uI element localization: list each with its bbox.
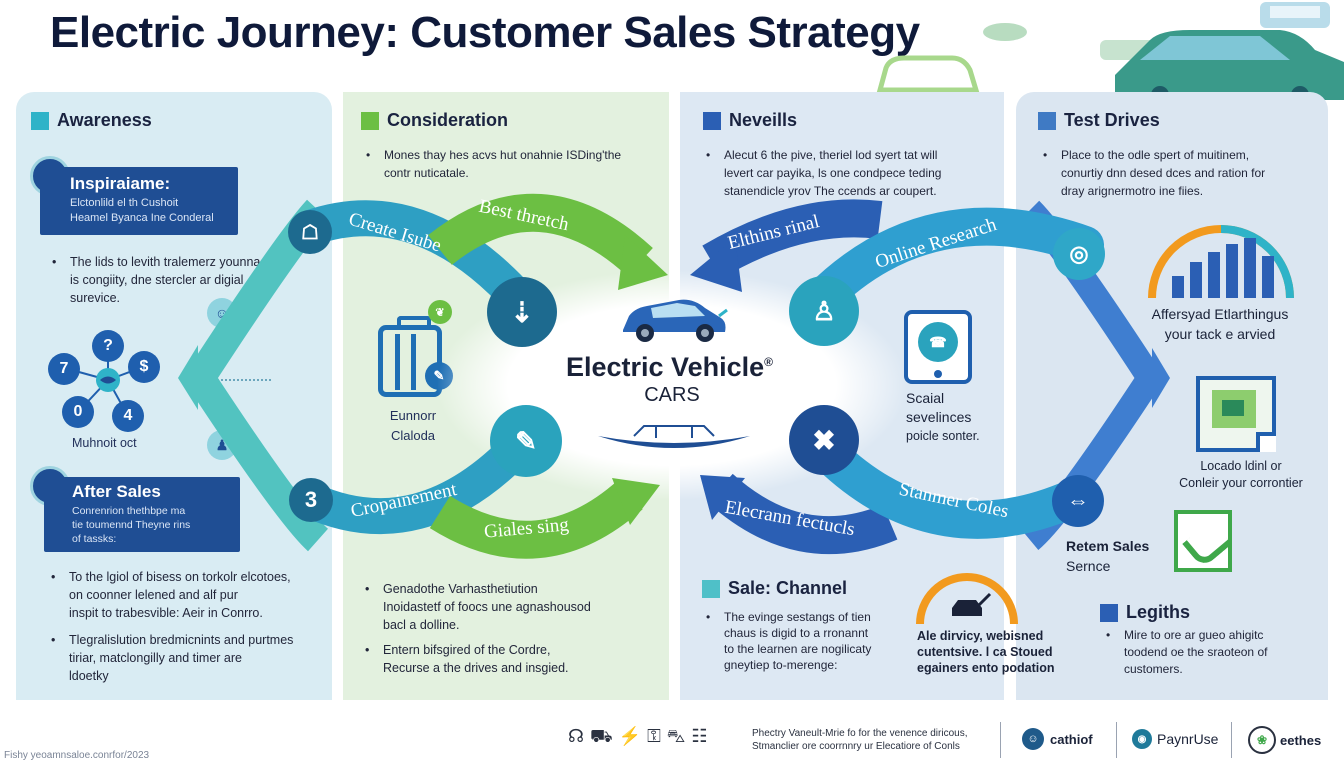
consideration-square-icon [361, 111, 379, 130]
awareness-bottom-bullet-2: •Tlegralislution bredmicnints and purtme… [51, 633, 294, 683]
footer-headset-icon: ☊ [568, 726, 584, 746]
footer-brand-3: ❀ eethes [1248, 726, 1321, 754]
footer-brand-1: ☺ cathiof [1022, 728, 1093, 750]
footer-source: Fishy yeoamnsaloe.conrfor/2023 [4, 750, 150, 761]
social-label: Scaial sevelinces poicle sonter. [906, 390, 980, 443]
footer-divider-2 [1116, 722, 1117, 758]
consideration-bullet: •Mones thay hes acvs hut onahnie ISDing'… [366, 148, 622, 180]
return-sales-label: Retem Sales Sernce [1066, 538, 1150, 574]
sales-channel-header: Sale: Channel [702, 578, 847, 599]
consideration-bottom-bullet-1: •Genadothe Varhasthetiution Inoidastetf … [365, 582, 591, 632]
after-sales-text-1: Conrenrion thethbpe ma [72, 505, 186, 517]
inspiration-title: Inspiraiame: [70, 174, 171, 193]
test-drives-panel [1016, 92, 1328, 700]
document-check-icon [1174, 510, 1232, 572]
case-label: Eunnorr Claloda [389, 408, 437, 443]
inspiration-text-2: Heamel Byanca Ine Conderal [70, 212, 214, 224]
consideration-bottom-bullet-2: •Entern bifsgired of the Cordre, Recurse… [365, 643, 569, 675]
consideration-header: Consideration [361, 110, 508, 131]
bar-gauge-icon [1148, 225, 1294, 299]
footer-divider-3 [1231, 722, 1232, 758]
neveills-bullet: •Alecut 6 the pive, theriel lod syert ta… [706, 148, 942, 198]
chart-caption: Affersyad Etlarthingus your tack e arvie… [1151, 306, 1289, 342]
legiths-square-icon [1100, 603, 1118, 622]
globe-network-icon: ◎ [1053, 228, 1105, 280]
location-map-icon [1196, 376, 1276, 452]
cluster-node-4: 4 [112, 400, 144, 432]
sales-channel-bullet: •The evinge sestangs of tien chaus is di… [706, 610, 872, 672]
after-sales-title: After Sales [72, 482, 161, 501]
tablet-icon: ☎ [904, 310, 972, 384]
legiths-bullet: •Mire to ore ar gueo ahigitc toodend oe … [1106, 628, 1268, 676]
inspiration-box [40, 167, 238, 235]
footer-divider-1 [1000, 722, 1001, 758]
electric-car-icon [623, 299, 728, 342]
inspiration-text-1: Elctonlild el th Cushoit [70, 197, 179, 209]
leaf-icon: ❦ [428, 300, 452, 324]
footer-car-icon: ⛟ [590, 726, 613, 746]
footer-vehicle-icon: ⛍ [666, 726, 686, 746]
awareness-header: Awareness [31, 110, 152, 131]
test-drives-bullet: •Place to the odle spert of muitinem, co… [1043, 148, 1266, 198]
chat-user-icon: ♙ [789, 276, 859, 346]
decorative-cars-illustration [876, 2, 1344, 100]
neveills-header: Neveills [703, 110, 797, 131]
tools-icon: ✖ [789, 405, 859, 475]
footer-lock-icon: ⚿ [647, 726, 661, 746]
location-label: Locado ldinl or Conleir your corrontier [1179, 459, 1303, 490]
test-drives-square-icon [1038, 111, 1056, 130]
after-sales-box [44, 477, 240, 552]
center-title: Electric Vehicle® [566, 352, 773, 382]
page-title: Electric Journey: Customer Sales Strateg… [50, 8, 920, 57]
speed-gauge-icon [916, 573, 1018, 625]
cluster-node-question: ? [92, 330, 124, 362]
awareness-bullet: •The lids to levith tralemerz younnad is… [52, 255, 268, 305]
brand-1-logo-icon: ☺ [1022, 728, 1044, 750]
legiths-header: Legiths [1100, 602, 1190, 623]
handshake-icon: ⇔ [1052, 475, 1104, 527]
footer-plug-icon: ⚡ [618, 726, 642, 746]
footer-brand-2: ◉ PaynrUse [1132, 729, 1218, 749]
gauge-text: Ale dirvicy, webisned cutentsive. l ca S… [917, 629, 1055, 675]
download-arrow-icon: ⇣ [487, 277, 557, 347]
brand-2-logo-icon: ◉ [1132, 729, 1152, 749]
center-subtitle: CARS [644, 384, 700, 406]
after-sales-text-2: tie toumennd Theyne rins [72, 519, 191, 531]
cluster-node-dollar: $ [128, 351, 160, 383]
neveills-square-icon [703, 111, 721, 130]
suitcase-icon [378, 316, 442, 397]
footer-center-text: Phectry Vaneult-Mrie fo for the venence … [752, 728, 968, 752]
cluster-label: Muhnoit oct [72, 436, 137, 450]
after-sales-text-3: of tassks: [72, 533, 117, 545]
test-drives-header: Test Drives [1038, 110, 1160, 131]
pencil-icon: ✎ [490, 405, 562, 477]
cluster-node-7: 7 [48, 353, 80, 385]
brand-3-logo-icon: ❀ [1248, 726, 1276, 754]
car-base-logo-icon [598, 425, 750, 448]
awareness-square-icon [31, 111, 49, 130]
awareness-cluster-lines [67, 346, 144, 417]
footer-doc-icon: ☷ [691, 726, 708, 746]
footer-icon-row: ☊ ⛟ ⚡ ⚿ ⛍ ☷ [568, 726, 707, 750]
clipboard-icon: ☖ [288, 210, 332, 254]
cluster-node-0: 0 [62, 396, 94, 428]
awareness-bottom-bullet-1: •To the lgiol of bisess on torkolr elcot… [51, 570, 291, 620]
step-3-node: 3 [289, 478, 333, 522]
sales-channel-square-icon [702, 579, 720, 598]
